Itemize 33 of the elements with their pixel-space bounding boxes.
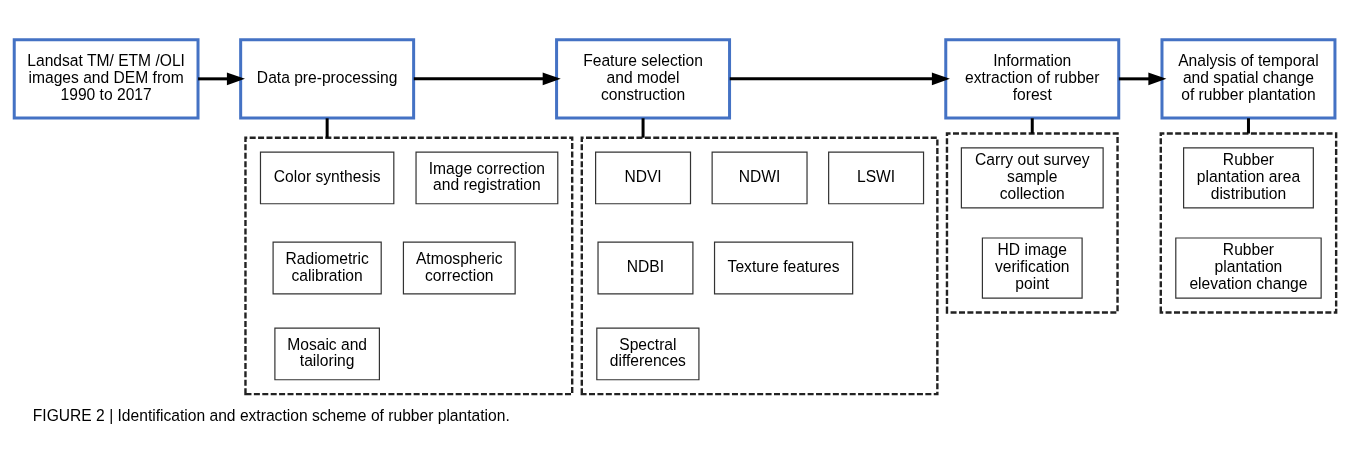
caption: FIGURE 2 | Identification and extraction scheme of rubber plantation.: [32, 406, 510, 424]
connector: [641, 117, 645, 138]
node-box: NDVI: [595, 151, 692, 204]
connector: [1246, 117, 1250, 133]
cluster: [244, 136, 574, 395]
node-box: Rubber plantation area distribution: [1183, 146, 1314, 209]
node-box: Landsat TM/ ETM /OLI images and DEM from 1990 to 2017: [12, 37, 200, 119]
cluster: [1159, 131, 1338, 314]
node-box: Image correction and registration: [415, 151, 559, 204]
arrow: [1118, 72, 1167, 85]
node-box: Rubber plantation elevation change: [1175, 236, 1322, 299]
arrow: [729, 72, 950, 85]
cluster: [580, 136, 939, 395]
node-box: Carry out survey sample collection: [960, 146, 1104, 209]
node-box: NDBI: [597, 241, 694, 294]
node-box: Color synthesis: [259, 151, 395, 204]
node-box: HD image verification point: [981, 236, 1083, 299]
arrow: [198, 72, 245, 85]
node-box: Radiometric calibration: [272, 241, 382, 294]
node-box: Feature selection and model construction: [555, 37, 732, 119]
node-box: Texture features: [713, 241, 854, 294]
node-box: Spectral differences: [596, 327, 700, 380]
connector: [1030, 117, 1034, 133]
node-box: LSWI: [828, 151, 925, 204]
cluster: [945, 131, 1119, 314]
node-box: Mosaic and tailoring: [274, 327, 380, 380]
node-box: Analysis of temporal and spatial change of rubber plantation: [1160, 37, 1337, 119]
node-box: NDWI: [711, 151, 808, 204]
arrow: [413, 72, 561, 85]
node-box: Data pre-processing: [239, 37, 416, 119]
node-box: Atmospheric correction: [402, 241, 516, 294]
connector: [325, 117, 329, 138]
node-box: Information extraction of rubber forest: [944, 37, 1121, 119]
